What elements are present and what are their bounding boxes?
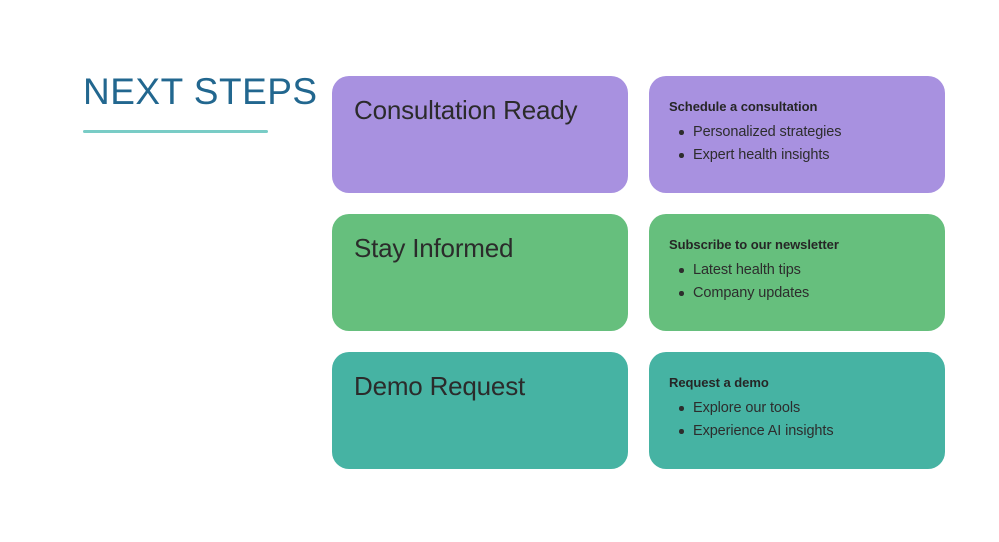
card-title: Demo Request bbox=[354, 371, 526, 401]
card-detail-schedule-a-consultation[interactable]: Schedule a consultation Personalized str… bbox=[649, 76, 945, 193]
card-headline-consultation-ready[interactable]: Consultation Ready bbox=[332, 76, 628, 193]
card-row: Stay Informed Subscribe to our newslette… bbox=[332, 214, 945, 331]
bullet-list: Explore our tools Experience AI insights bbox=[669, 397, 927, 443]
card-row: Consultation Ready Schedule a consultati… bbox=[332, 76, 945, 193]
card-subheading: Schedule a consultation bbox=[669, 99, 818, 114]
card-subheading: Request a demo bbox=[669, 375, 769, 390]
card-title: Stay Informed bbox=[354, 233, 514, 263]
card-detail-request-a-demo[interactable]: Request a demo Explore our tools Experie… bbox=[649, 352, 945, 469]
bullet-list: Personalized strategies Expert health in… bbox=[669, 121, 927, 167]
list-item: Latest health tips bbox=[679, 259, 927, 282]
card-title: Consultation Ready bbox=[354, 95, 578, 125]
title-block: NEXT STEPS bbox=[83, 70, 318, 133]
list-item: Experience AI insights bbox=[679, 420, 927, 443]
title-underline-rule bbox=[83, 130, 268, 133]
card-subheading: Subscribe to our newsletter bbox=[669, 237, 839, 252]
card-headline-stay-informed[interactable]: Stay Informed bbox=[332, 214, 628, 331]
list-item: Personalized strategies bbox=[679, 121, 927, 144]
card-row: Demo Request Request a demo Explore our … bbox=[332, 352, 945, 469]
list-item: Expert health insights bbox=[679, 144, 927, 167]
list-item: Explore our tools bbox=[679, 397, 927, 420]
list-item: Company updates bbox=[679, 282, 927, 305]
page-title: NEXT STEPS bbox=[83, 71, 318, 112]
card-headline-demo-request[interactable]: Demo Request bbox=[332, 352, 628, 469]
next-steps-card-grid: Consultation Ready Schedule a consultati… bbox=[332, 76, 945, 469]
card-detail-subscribe-to-our-newsletter[interactable]: Subscribe to our newsletter Latest healt… bbox=[649, 214, 945, 331]
bullet-list: Latest health tips Company updates bbox=[669, 259, 927, 305]
